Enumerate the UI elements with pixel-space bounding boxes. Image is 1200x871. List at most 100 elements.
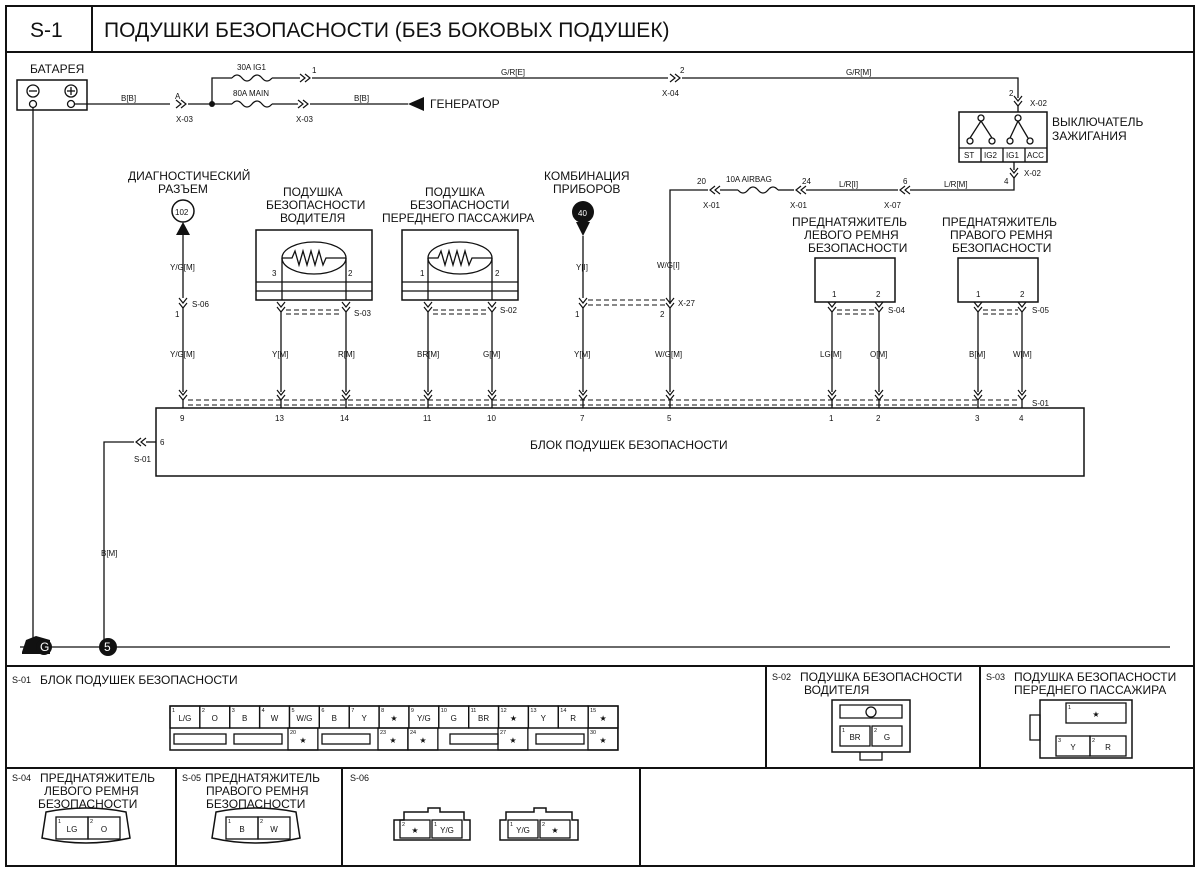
s01-bottom-cell-23-value: ★ [389, 736, 396, 745]
s01-top-cell-10-value: G [451, 714, 457, 723]
s03-pin-2-num: 2 [1092, 738, 1095, 744]
s06a-pin-1-num: 1 [434, 822, 437, 828]
conn-x07: X-07 [884, 201, 901, 210]
s03-title-1: ПОДУШКА БЕЗОПАСНОСТИ [1014, 670, 1176, 684]
pin-6-x07: 6 [903, 177, 908, 186]
s06b-pin-1-value: Y/G [516, 826, 530, 835]
lpt-label-1: ПРЕДНАТЯЖИТЕЛЬ [792, 215, 907, 229]
s05-title-2: ПРАВОГО РЕМНЯ [206, 784, 309, 798]
s02-title-1: ПОДУШКА БЕЗОПАСНОСТИ [800, 670, 962, 684]
s03-title-2: ПЕРЕДНЕГО ПАССАЖИРА [1014, 683, 1166, 697]
drv-label-2: БЕЗОПАСНОСТИ [266, 198, 365, 212]
s05-pin-2-value: W [270, 825, 278, 834]
wire-gen-bb: B[B] [354, 94, 369, 103]
s01-bottom-cell-30-num: 30 [590, 730, 596, 736]
s04-title-2: ЛЕВОГО РЕМНЯ [44, 784, 139, 798]
pin-1-x27: 1 [575, 310, 580, 319]
ground-5 [99, 638, 117, 656]
srs-pin-6: 6 [160, 438, 165, 447]
s06a-pin-2-value: ★ [411, 826, 418, 835]
rpt-label-2: ПРАВОГО РЕМНЯ [950, 228, 1053, 242]
s04-connector-view [41, 807, 131, 844]
ign-acc: ACC [1027, 151, 1044, 160]
s03-connector-view [1029, 699, 1133, 759]
lpt-label-3: БЕЗОПАСНОСТИ [808, 241, 907, 255]
conn-x02-bot: X-02 [1024, 169, 1041, 178]
lpt-label-2: ЛЕВОГО РЕМНЯ [804, 228, 899, 242]
s04-pin-2-num: 2 [90, 819, 93, 825]
s01-bottom-cell-24-num: 24 [410, 730, 416, 736]
conn-s02: S-02 [500, 306, 517, 315]
wire-wgM: W/G[M] [655, 350, 682, 359]
wire-ygM-top: Y/G[M] [170, 263, 195, 272]
drv-label-3: ВОДИТЕЛЯ [280, 211, 345, 225]
s01-top-cell-12-value: ★ [510, 714, 517, 723]
s05-title-1: ПРЕДНАТЯЖИТЕЛЬ [205, 771, 320, 785]
s01-bottom-cell-24-value: ★ [419, 736, 426, 745]
ignition-label-1: ВЫКЛЮЧАТЕЛЬ [1052, 115, 1143, 129]
conn-x04: X-04 [662, 89, 679, 98]
s04-pin-1-value: LG [67, 825, 78, 834]
pin-a: A [175, 92, 181, 101]
s05-connector-view [211, 807, 301, 844]
ignition-label-2: ЗАЖИГАНИЯ [1052, 129, 1127, 143]
pin-lpt-1: 1 [832, 290, 837, 299]
s06-code: S-06 [350, 773, 369, 783]
cluster-label-1: КОМБИНАЦИЯ [544, 169, 630, 183]
left-pretensioner [814, 257, 896, 303]
s01-top-cell-7-num: 7 [351, 708, 354, 714]
s04-pin-2: 2O [87, 816, 121, 840]
s06a-pin-1-value: Y/G [440, 826, 454, 835]
battery-label: БАТАРЕЯ [30, 62, 84, 76]
s02-connector-view [831, 699, 911, 761]
pin-drv-2: 2 [348, 269, 353, 278]
s05-code: S-05 [182, 773, 201, 783]
drv-label-1: ПОДУШКА [283, 185, 343, 199]
s01-top-cell-7-value: Y [361, 714, 367, 723]
s02-code: S-02 [772, 672, 791, 682]
s02-pin-1-num: 1 [842, 728, 845, 734]
s01-top-cell-1-value: L/G [178, 714, 191, 723]
srs-pin-3: 3 [975, 414, 980, 423]
s04-pin-2-value: O [101, 825, 107, 834]
s01-top-cell-4-num: 4 [262, 708, 265, 714]
wire-yM-drv: Y[M] [272, 350, 288, 359]
fuse-ig1-label: 30A IG1 [237, 63, 266, 72]
s03-pin-1: 1★ [1068, 705, 1100, 719]
pin-lpt-2: 2 [876, 290, 881, 299]
ground-5-label: 5 [104, 640, 111, 654]
srs-pin-14: 14 [340, 414, 349, 423]
wire-wM: W[M] [1013, 350, 1032, 359]
s01-top-cell-10-num: 10 [441, 708, 447, 714]
fuse-airbag-label: 10A AIRBAG [726, 175, 772, 184]
ground-g-label: G [40, 640, 49, 654]
wire-yI: Y[I] [576, 263, 588, 272]
s04-title-1: ПРЕДНАТЯЖИТЕЛЬ [40, 771, 155, 785]
srs-pin-4: 4 [1019, 414, 1024, 423]
s01-top-cells: 1L/G2O3B4W5W/G6B7Y8★9Y/G10G11BR12★13Y14R… [169, 705, 619, 729]
s01-blank-slot [173, 733, 227, 745]
s06b-connector-view [499, 807, 579, 841]
srs-pin-2: 2 [876, 414, 881, 423]
s01-bottom-cell-27: 27★ [497, 727, 529, 751]
s06b-pin-2: 2★ [539, 819, 571, 839]
s02-pin-2-value: G [884, 733, 890, 742]
wire-battery-bb: B[B] [121, 94, 136, 103]
diag-arrow [176, 222, 190, 235]
battery [16, 79, 88, 111]
s01-top-cell-2-num: 2 [202, 708, 205, 714]
pin-rpt-2: 2 [1020, 290, 1025, 299]
s01-top-cell-2-value: O [212, 714, 218, 723]
conn-x03-a: X-03 [176, 115, 193, 124]
s01-top-cell-15-num: 15 [590, 708, 596, 714]
ign-st: ST [964, 151, 974, 160]
conn-x01-a: X-01 [703, 201, 720, 210]
s01-blank-slot [233, 733, 283, 745]
s01-top-cell-14-num: 14 [560, 708, 566, 714]
wire-yM-cluster: Y[M] [574, 350, 590, 359]
s03-pin-2: 2R [1092, 738, 1111, 752]
s03-pin-3-num: 3 [1058, 738, 1061, 744]
